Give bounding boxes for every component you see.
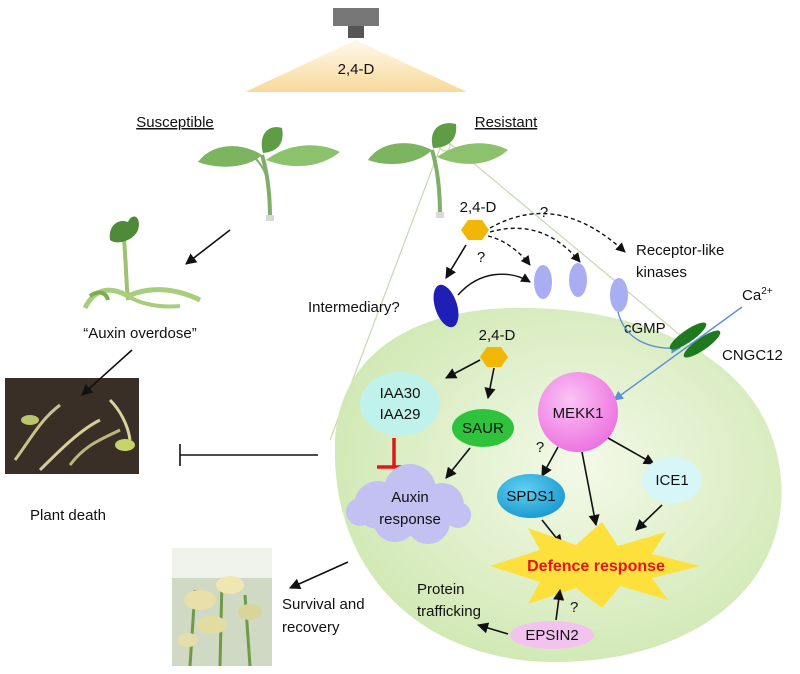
ice1-node (642, 457, 702, 503)
dashed-arrow-receptor-3 (489, 212, 626, 253)
question-mark-receptor: ? (540, 204, 548, 221)
auxin-response-line1: Auxin (391, 489, 429, 506)
mekk1-label: MEKK1 (553, 405, 604, 422)
epsin2-label: EPSIN2 (525, 627, 578, 644)
receptor-kinase-2-icon (569, 263, 587, 297)
herbicide-outside-hexagon-icon (461, 220, 489, 240)
survival-photo-icon (172, 548, 272, 667)
iaa-node (360, 372, 440, 436)
protein-trafficking-line1: Protein (417, 581, 465, 598)
lamp-nozzle-icon (348, 26, 364, 38)
cgmp-label: cGMP (624, 320, 666, 337)
arrow-mekk1-to-spds1 (541, 446, 559, 477)
lamp-body-icon (333, 8, 379, 26)
arrow-epsin2-to-trafficking (476, 622, 509, 635)
arrow-saur-to-auxin (445, 447, 471, 479)
intermediary-protein-icon (433, 284, 459, 328)
spray-beam (245, 40, 467, 92)
receptor-label-line1: Receptor-like (636, 242, 724, 259)
defence-burst-icon (490, 522, 700, 608)
susceptible-seedling-icon (198, 127, 340, 221)
auxin-overdose-label: “Auxin overdose” (83, 325, 196, 342)
cngc12-channel-left-icon (669, 322, 707, 350)
survival-label-line1: Survival and (282, 596, 365, 613)
calcium-charge: 2+ (761, 286, 773, 297)
defence-response-label: Defence response (527, 558, 665, 575)
resistant-seedling-icon (368, 123, 508, 218)
receptor-kinase-3-icon (610, 278, 628, 312)
arrow-mekk1-to-defence (581, 451, 600, 527)
calcium-arrow-to-mekk1 (613, 306, 743, 401)
dashed-arrow-receptor-1 (487, 235, 531, 266)
susceptible-heading: Susceptible (136, 114, 214, 131)
arrow-to-iaa (445, 359, 481, 379)
survival-label-line2: recovery (282, 619, 340, 636)
auxin-response-cloud (346, 464, 471, 544)
calcium-symbol: Ca (742, 287, 762, 304)
calcium-label: Ca2+ (742, 286, 773, 304)
question-mark-intermediary: ? (477, 249, 485, 266)
spds1-label: SPDS1 (506, 488, 555, 505)
arrow-to-intermediary (445, 244, 467, 279)
herbicide-inside-hexagon-icon (480, 347, 508, 367)
question-mark-spds1: ? (536, 439, 544, 456)
saur-label: SAUR (462, 420, 504, 437)
arrow-to-damage (185, 229, 231, 265)
arrow-intermediary-to-receptor (457, 273, 531, 296)
iaa30-label: IAA30 (380, 385, 421, 402)
herbicide-outside-label: 2,4-D (460, 199, 497, 216)
herbicide-lamp: 2,4-D (245, 8, 467, 92)
saur-node (452, 409, 514, 447)
auxin-response-line2: response (379, 511, 441, 528)
intermediary-label: Intermediary? (308, 299, 400, 316)
zoom-line-right (447, 141, 711, 361)
plant-death-photo-icon (5, 378, 139, 474)
receptor-kinase-1-icon (534, 265, 552, 299)
arrow-to-death (81, 349, 133, 396)
iaa29-label: IAA29 (380, 406, 421, 423)
mekk1-node (538, 372, 618, 452)
herbicide-inside-label: 2,4-D (479, 327, 516, 344)
epsin2-node (510, 621, 594, 649)
question-mark-epsin2: ? (570, 599, 578, 616)
arrow-mekk1-to-ice1 (607, 437, 655, 465)
arrow-epsin2-to-defence (553, 588, 565, 621)
plant-death-label: Plant death (30, 507, 106, 524)
cngc12-label: CNGC12 (722, 347, 783, 364)
arrow-to-saur (484, 367, 496, 400)
resistant-heading: Resistant (475, 114, 538, 131)
protein-trafficking-line2: trafficking (417, 603, 481, 620)
arrow-to-survival (288, 561, 349, 589)
arrow-ice1-to-defence (635, 504, 663, 531)
lamp-label: 2,4-D (338, 61, 375, 78)
damaged-seedling-icon (82, 216, 202, 310)
dashed-arrow-receptor-2 (489, 227, 581, 263)
cngc12-channel-right-icon (683, 330, 721, 358)
death-inhibition-line (179, 444, 318, 466)
receptor-label-line2: kinases (636, 264, 687, 281)
spds1-node (497, 474, 565, 518)
ice1-label: ICE1 (655, 472, 688, 489)
